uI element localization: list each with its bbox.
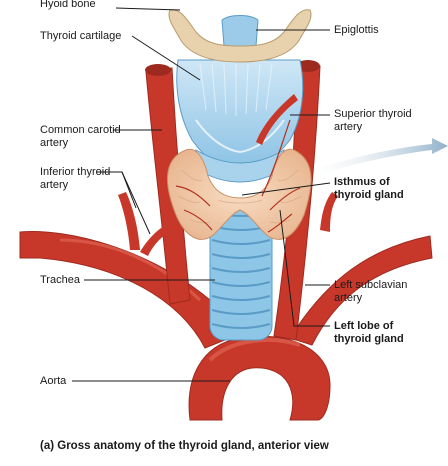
inferior-thyroid-artery — [118, 192, 338, 256]
superior-thyroid-artery — [256, 94, 298, 145]
label-left-subclavian-artery: Left subclavian artery — [334, 279, 408, 304]
leader-isthmus — [241, 182, 331, 196]
label-superior-thyroid-artery: Superior thyroid artery — [334, 108, 412, 133]
leader-inferior-thyroid-2 — [121, 171, 151, 235]
label-left-lobe-of-thyroid-gland: Left lobe of thyroid gland — [334, 320, 404, 345]
label-thyroid-cartilage: Thyroid cartilage — [40, 30, 122, 42]
label-common-carotid-artery: Common carotid artery — [40, 124, 121, 149]
right-subclavian-artery — [19, 231, 226, 349]
hyoid-bone — [168, 9, 312, 63]
thyroid-gland — [167, 119, 312, 240]
leader-left-lobe — [279, 209, 330, 327]
trachea — [209, 199, 273, 341]
figure-caption: (a) Gross anatomy of the thyroid gland, … — [40, 440, 329, 452]
larynx — [176, 59, 304, 183]
label-inferior-thyroid-artery: Inferior thyroid artery — [40, 166, 111, 191]
leader-thyroid-cartilage — [131, 35, 201, 81]
label-aorta: Aorta — [40, 375, 67, 387]
label-isthmus-of-thyroid-gland: Isthmus of thyroid gland — [334, 176, 404, 201]
label-hyoid-bone: Hyoid bone — [40, 0, 96, 10]
leader-hyoid-bone — [115, 7, 181, 11]
aorta — [188, 335, 331, 421]
label-epiglottis: Epiglottis — [334, 24, 379, 36]
leader-lines — [72, 7, 331, 382]
epiglottis — [221, 15, 259, 47]
left-subclavian-artery — [289, 235, 433, 346]
label-trachea: Trachea — [40, 274, 80, 286]
direction-arrow — [300, 138, 448, 180]
